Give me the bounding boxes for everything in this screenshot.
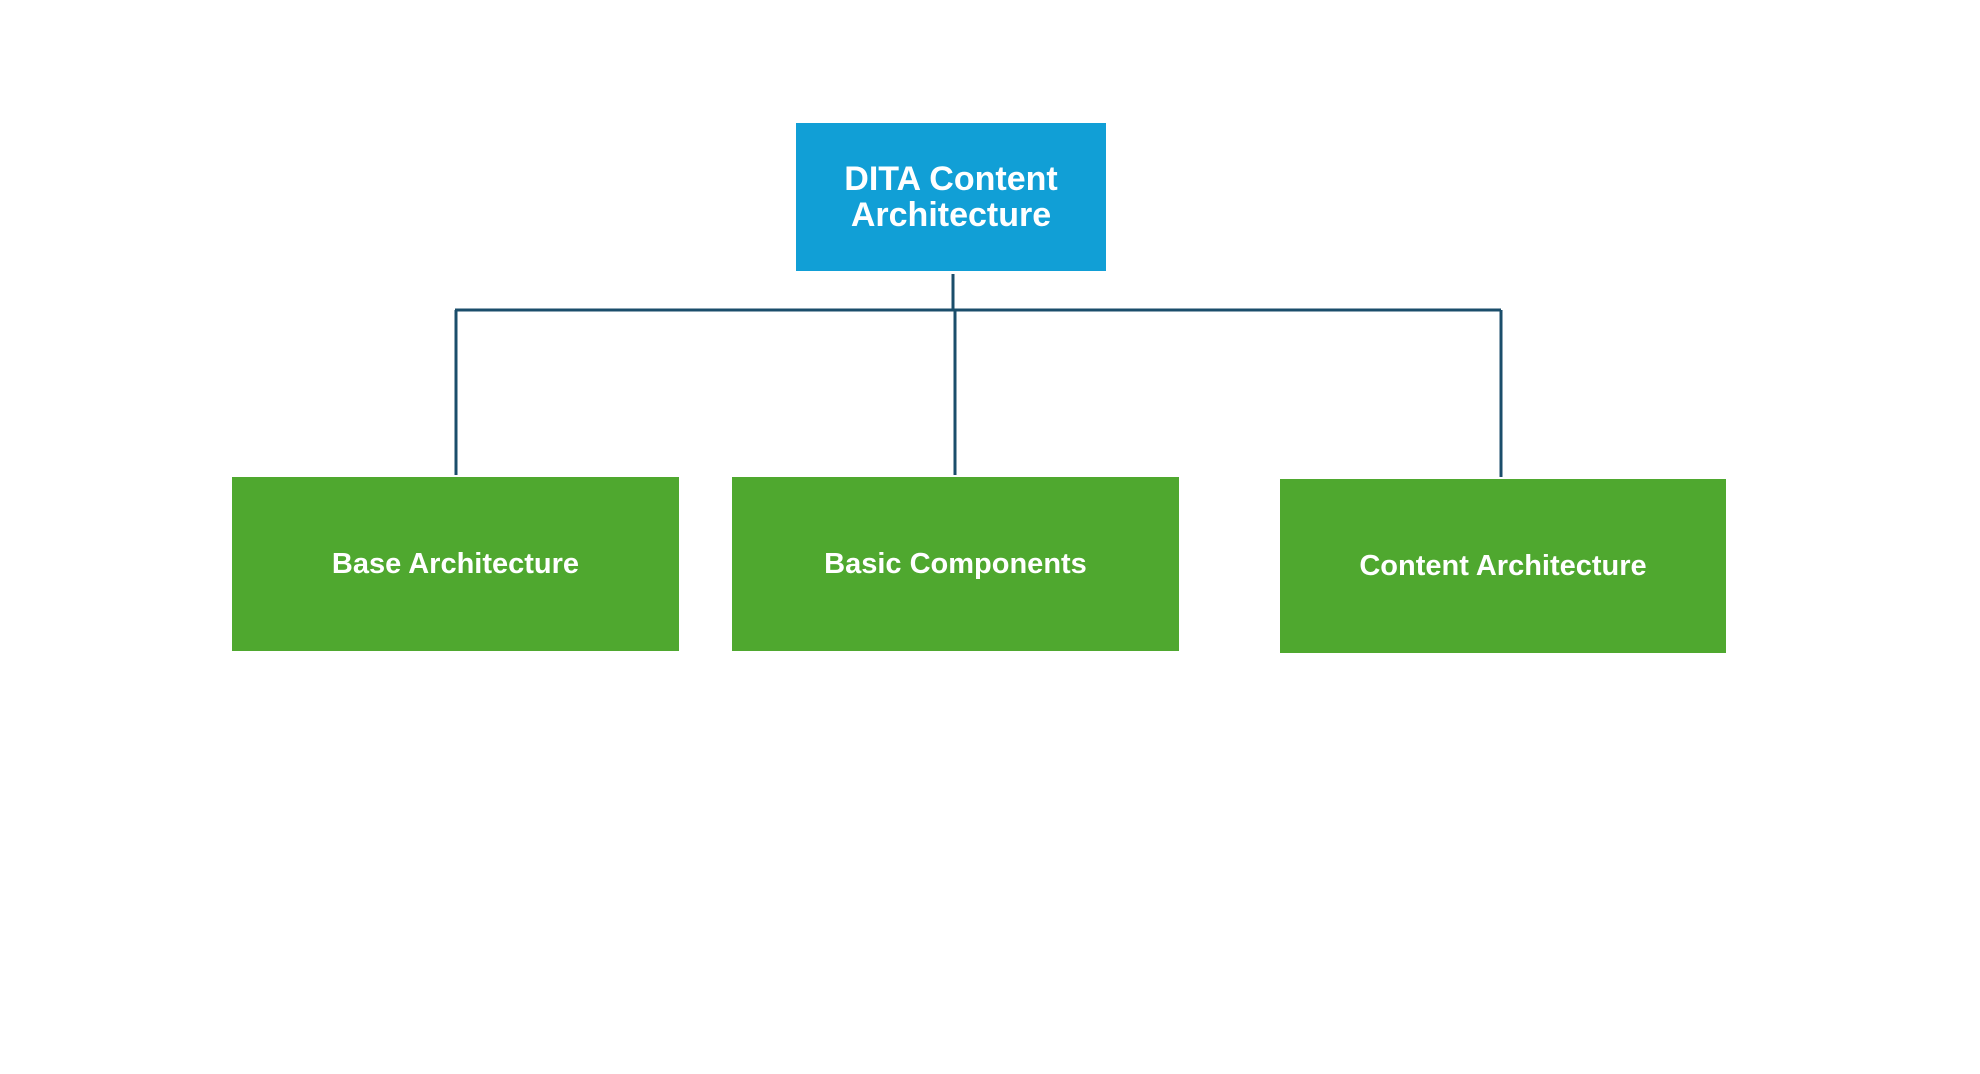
child-node-label: Content Architecture [1359,550,1647,582]
child-node-content-architecture: Content Architecture [1280,479,1726,653]
child-node-label: Base Architecture [331,548,580,580]
root-node: DITA Content Architecture [796,123,1106,271]
child-node-base-architecture: Base Architecture [232,477,679,651]
child-node-basic-components: Basic Components [732,477,1179,651]
child-node-label: Basic Components [824,548,1087,580]
root-node-label: DITA Content Architecture [844,160,1058,234]
